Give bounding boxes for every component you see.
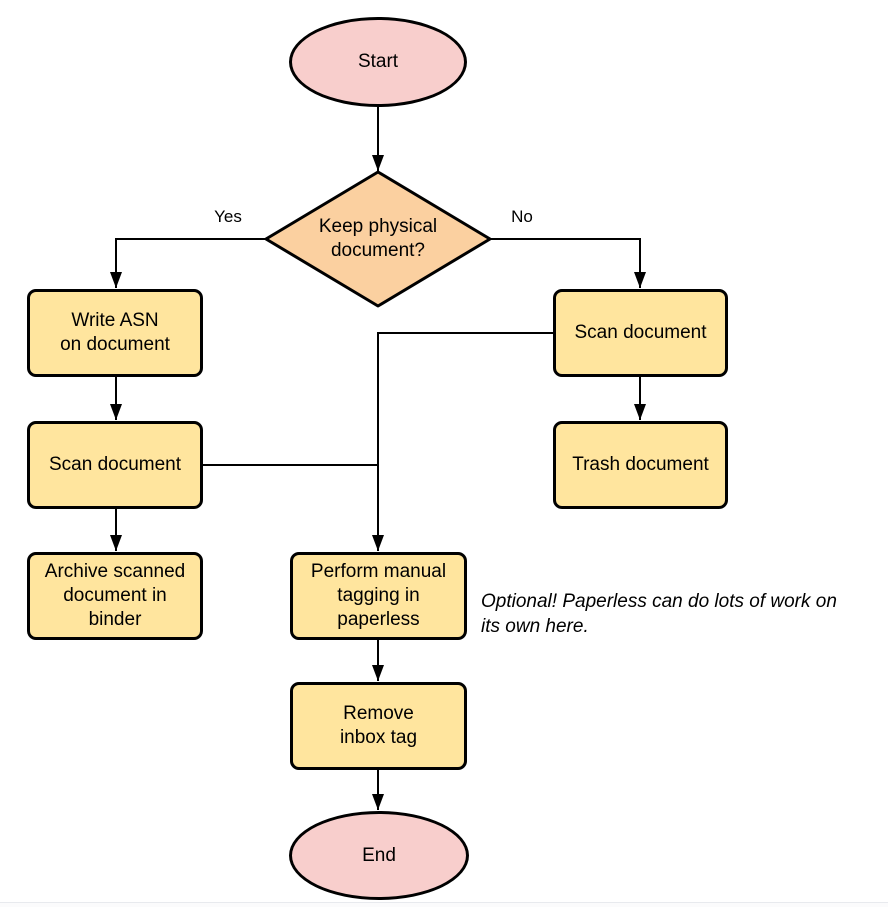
process-archive-scanned: Archive scanned document in binder	[27, 552, 203, 640]
edge-label-no: No	[511, 207, 533, 226]
edge-scan-right-to-tagging	[372, 332, 553, 551]
process-scan-document-left: Scan document	[27, 421, 203, 509]
start-node: Start	[289, 17, 467, 107]
process-trash-document: Trash document	[553, 421, 728, 509]
bottom-divider	[0, 902, 888, 907]
end-node: End	[289, 811, 469, 900]
process-scan-document-right: Scan document	[553, 289, 728, 377]
process-write-asn: Write ASN on document	[27, 289, 203, 377]
edge-decision-no-to-scan-right	[490, 238, 646, 288]
process-remove-inbox-tag: Remove inbox tag	[290, 682, 467, 770]
optional-annotation: Optional! Paperless can do lots of work …	[481, 591, 837, 637]
process-manual-tagging: Perform manual tagging in paperless	[290, 552, 467, 640]
edge-decision-yes-to-write-asn	[110, 238, 266, 288]
edge-label-yes: Yes	[214, 207, 242, 226]
decision-diamond-shape	[264, 170, 492, 308]
decision-node-label: Keep physical document?	[318, 216, 438, 261]
end-label: End	[362, 844, 396, 866]
start-label: Start	[357, 51, 399, 72]
